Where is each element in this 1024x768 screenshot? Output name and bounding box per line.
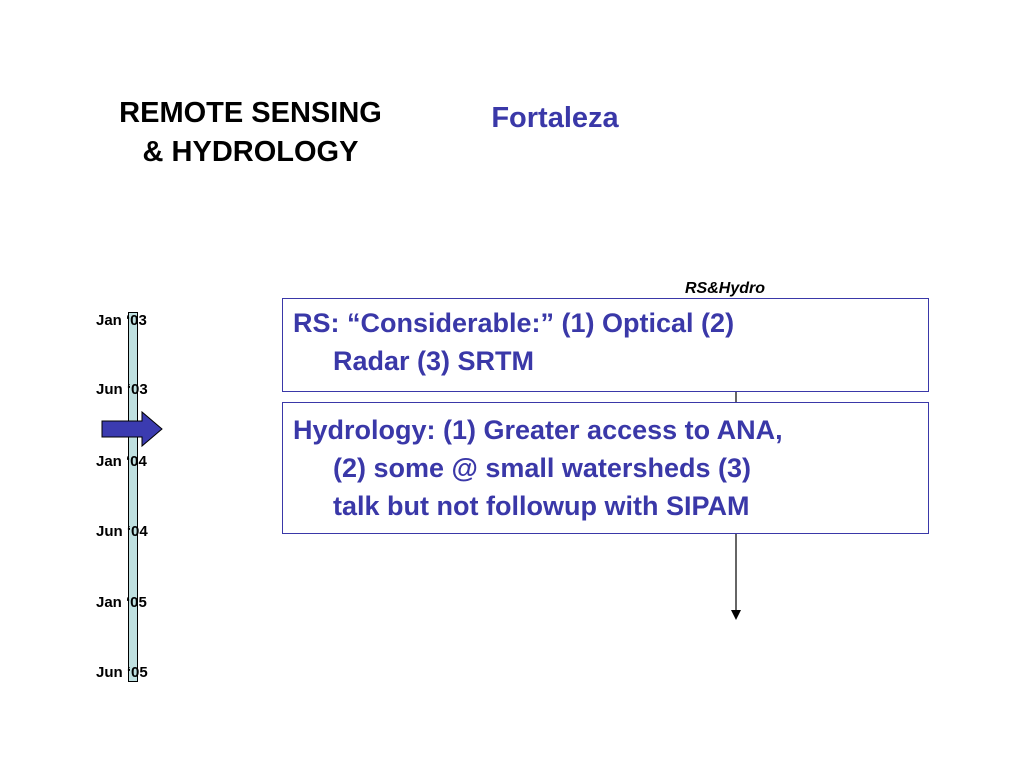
- hydrology-box-line-1: Hydrology: (1) Greater access to ANA,: [293, 415, 783, 445]
- hydrology-box: Hydrology: (1) Greater access to ANA, (2…: [282, 402, 929, 534]
- slide-subtitle: Fortaleza: [491, 102, 619, 134]
- timeline-bar: [128, 312, 138, 682]
- title-line-1: REMOTE SENSING: [119, 97, 382, 129]
- timeline-tick: Jun ‘05: [96, 664, 148, 681]
- rs-hydro-label: RS&Hydro: [685, 280, 766, 297]
- rs-box: RS: “Considerable:” (1) Optical (2) Rada…: [282, 298, 929, 392]
- rs-box-line-1: RS: “Considerable:” (1) Optical (2): [293, 308, 735, 338]
- title-line-2: & HYDROLOGY: [142, 136, 359, 168]
- hydrology-box-line-3: talk but not followup with SIPAM: [333, 491, 750, 521]
- slide-title: REMOTE SENSING & HYDROLOGY: [78, 94, 423, 172]
- timeline-tick: Jun ‘04: [96, 523, 148, 540]
- rs-box-line-2: Radar (3) SRTM: [333, 346, 535, 376]
- current-position-arrow-icon: [101, 410, 163, 448]
- timeline-tick: Jun ‘03: [96, 381, 148, 398]
- timeline-tick: Jan ‘05: [96, 594, 147, 611]
- timeline-tick: Jan ‘04: [96, 453, 147, 470]
- timeline-tick: Jan ‘03: [96, 312, 147, 329]
- hydrology-box-line-2: (2) some @ small watersheds (3): [333, 453, 751, 483]
